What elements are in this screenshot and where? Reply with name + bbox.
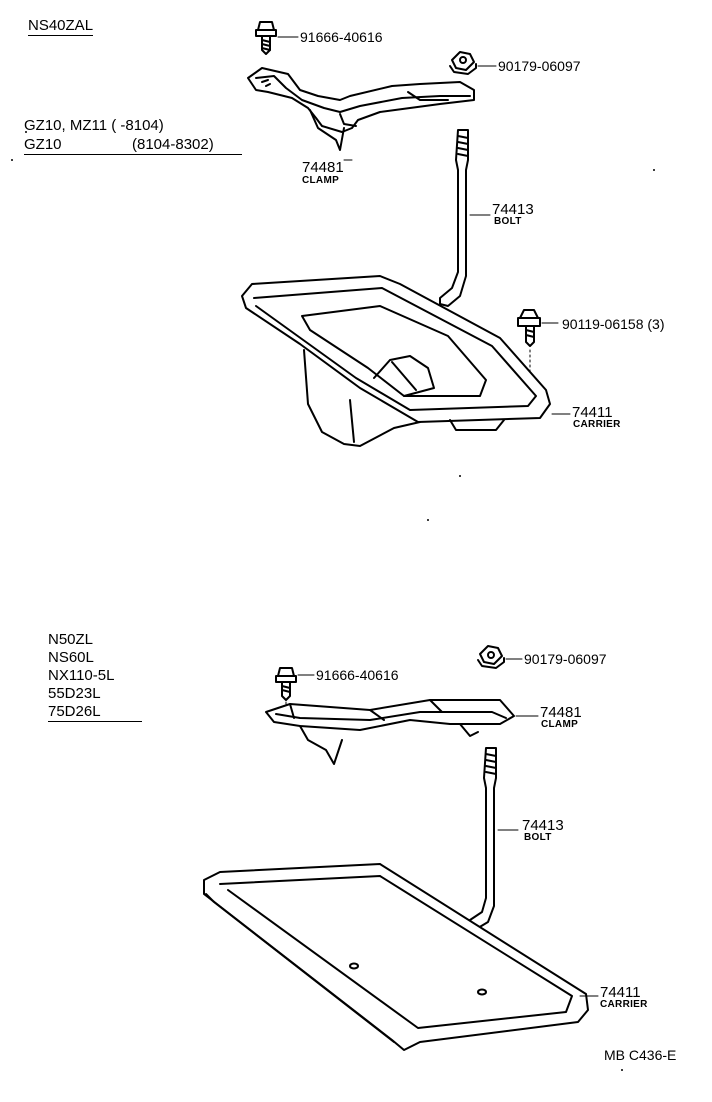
bottom-model-item: 55D23L (48, 685, 101, 702)
bottom-nut-part-number: 90179-06097 (524, 651, 607, 667)
bottom-model-list: N50ZL NS60L NX110-5L 55D23L 75D26L (48, 632, 142, 722)
bottom-bolt-small-icon (275, 667, 315, 713)
bottom-clamp-drawing (265, 699, 539, 765)
top-carrier-name: CARRIER (573, 419, 621, 430)
bottom-long-bolt-drawing (469, 747, 519, 929)
bottom-carrier-drawing (203, 863, 599, 1051)
bottom-nut-icon (477, 645, 523, 669)
top-variant-line2-model: GZ10 (24, 136, 62, 153)
top-clamp-drawing (247, 67, 475, 161)
top-bolt-small-icon (255, 21, 299, 55)
top-variant-line2-range: (8104-8302) (132, 136, 214, 153)
top-clamp-name: CLAMP (302, 175, 340, 186)
top-bolt-part-number: 74413 (492, 201, 534, 218)
bottom-model-item: NX110-5L (48, 667, 115, 684)
bottom-model-item: NS60L (48, 649, 94, 666)
top-clamp-part-number: 74481 (302, 159, 344, 176)
diagram-code: MB C436-E (604, 1047, 677, 1063)
top-nut-part-number: 90179-06097 (498, 58, 581, 74)
print-specks (11, 131, 655, 1071)
top-bolt-name: BOLT (494, 216, 522, 227)
top-variant-line1: GZ10, MZ11 ( -8104) (24, 117, 164, 134)
bottom-bolt-name: BOLT (524, 832, 552, 843)
top-carrier-drawing (241, 275, 571, 447)
bottom-carrier-part-number: 74411 (600, 984, 641, 1001)
bottom-carrier-name: CARRIER (600, 999, 648, 1010)
bottom-bolt-part-number: 74413 (522, 817, 564, 834)
top-model-label: NS40ZAL (28, 17, 94, 36)
top-bolt-small-part-number: 91666-40616 (300, 29, 383, 45)
bottom-bolt-small-part-number: 91666-40616 (316, 667, 399, 683)
bottom-model-item: 75D26L (48, 704, 142, 722)
top-nut-icon (449, 51, 497, 75)
top-screw-icon (517, 309, 559, 401)
bottom-model-item: N50ZL (48, 631, 94, 648)
bottom-clamp-part-number: 74481 (540, 704, 582, 721)
bottom-clamp-name: CLAMP (541, 719, 579, 730)
top-long-bolt-drawing (439, 129, 491, 307)
top-variant-line2: GZ10 (8104-8302) (24, 137, 242, 155)
top-carrier-part-number: 74411 (572, 404, 613, 421)
top-screw-part-number: 90119-06158 (3) (562, 316, 665, 332)
